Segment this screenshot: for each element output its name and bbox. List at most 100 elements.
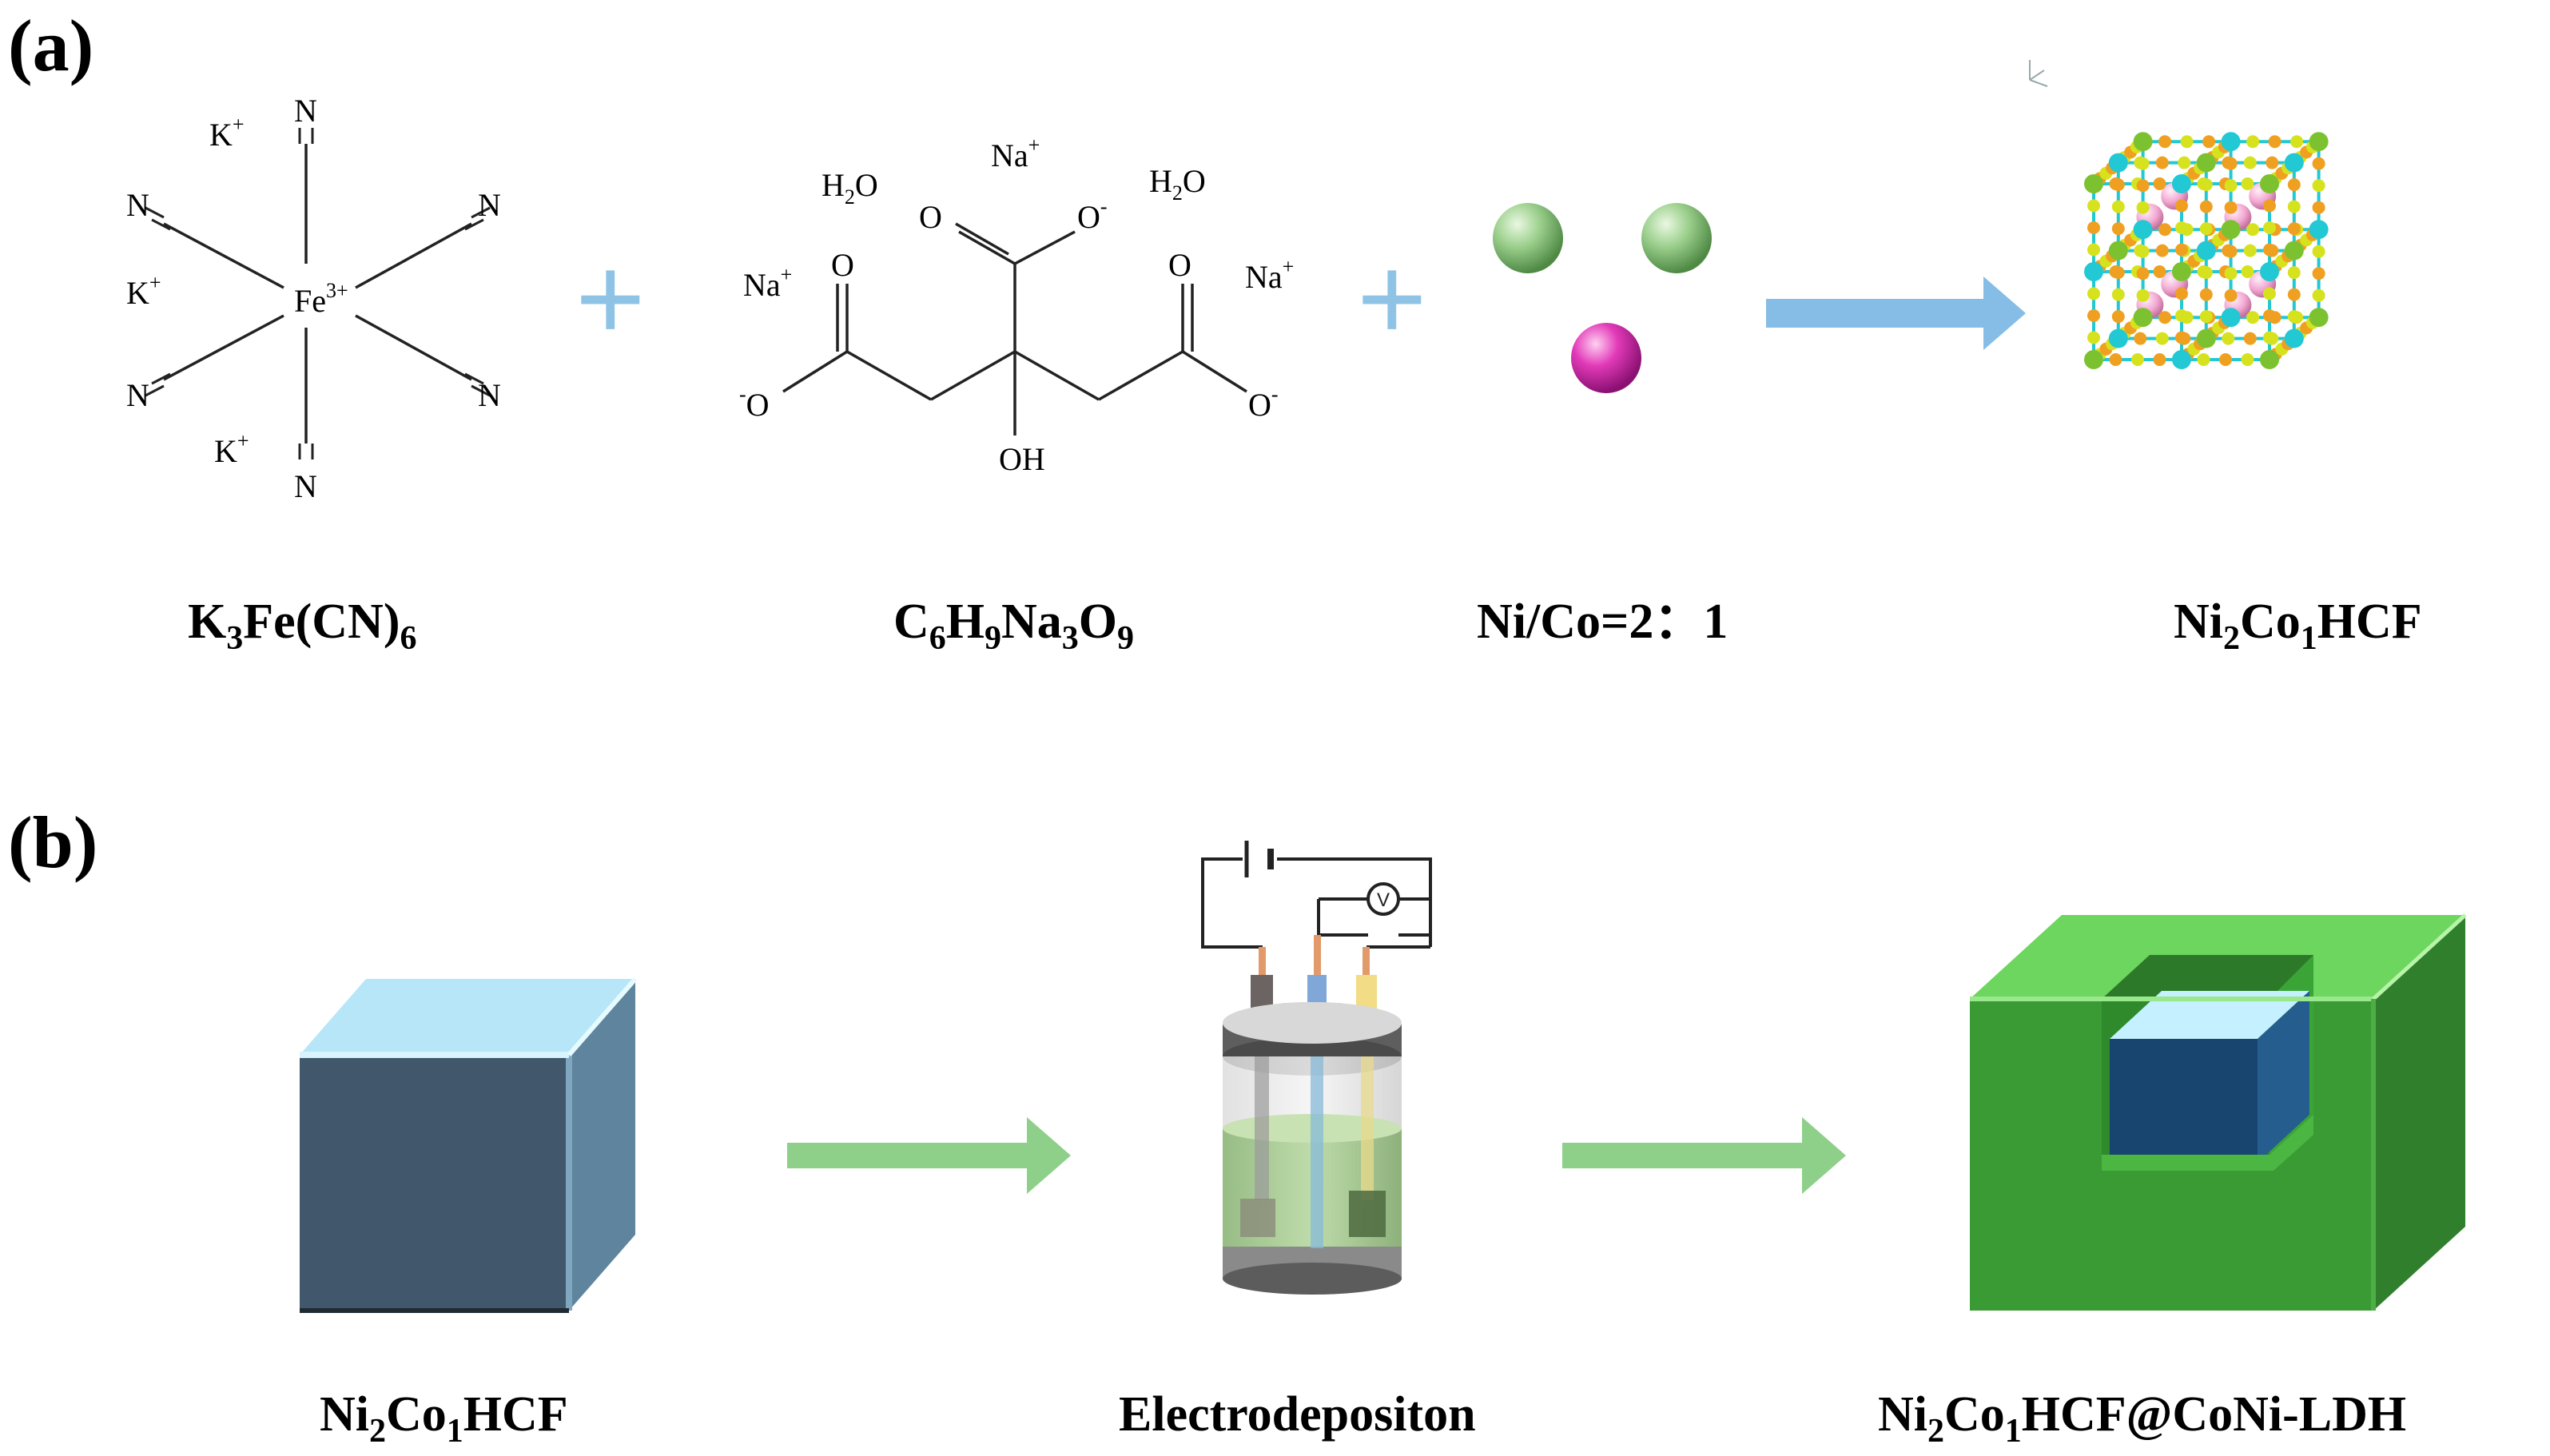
lattice-metal-node [2133, 220, 2153, 240]
lattice-ligand-node [2136, 179, 2150, 193]
lattice-ligand-node [2111, 222, 2125, 236]
lattice-ligand-node [2087, 243, 2100, 257]
lattice-ligand-node [2224, 201, 2238, 214]
oxygen-right-carbonyl: O [1168, 247, 1191, 283]
sodium-citrate-structure [782, 222, 1247, 436]
n-atom-top: N [294, 93, 317, 129]
plus-sign-2: + [1357, 231, 1427, 365]
ldh-coated-cube [1970, 913, 2467, 1311]
lattice-ligand-node [2175, 221, 2188, 234]
lattice-ligand-node [2241, 177, 2254, 190]
lattice-ligand-node [2224, 267, 2238, 280]
lattice-ligand-node [2158, 223, 2172, 237]
lattice-ligand-node [2241, 353, 2254, 366]
k-ion-3: K+ [214, 429, 249, 469]
lattice-ligand-node [2246, 311, 2260, 324]
lattice-ligand-node [2243, 244, 2257, 257]
lattice-ligand-node [2202, 135, 2216, 149]
lattice-ligand-node [2243, 156, 2257, 169]
lattice-metal-node [2221, 308, 2241, 328]
lattice-ligand-node [2136, 288, 2150, 302]
oxygen-top-left: O [919, 199, 942, 235]
panel-b-label: (b) [8, 802, 97, 883]
lattice-ligand-node [2153, 265, 2166, 278]
lattice-ligand-node [2153, 353, 2166, 366]
lattice-metal-node [2221, 220, 2241, 240]
k-ion-1: K+ [209, 113, 245, 153]
lattice-ligand-node [2246, 135, 2260, 149]
oxygen-left-anion: -O [739, 383, 770, 423]
reaction-arrow-a [1766, 276, 2026, 350]
lattice-metal-node [2108, 153, 2128, 173]
lattice-ligand-node [2312, 179, 2325, 193]
hcf-cube [300, 977, 638, 1313]
n-atom-lower-right: N [478, 377, 501, 413]
co-ion-sphere [1571, 323, 1641, 393]
lattice-ligand-node [2287, 266, 2301, 280]
lattice-ligand-node [2263, 221, 2276, 234]
plus-sign-1: + [575, 231, 646, 365]
lattice-metal-node [2309, 132, 2329, 152]
lattice-ligand-node [2175, 243, 2188, 257]
lattice-ligand-node [2153, 177, 2166, 190]
ni-ion-sphere-2 [1641, 203, 1712, 273]
lattice-ligand-node [2111, 200, 2125, 213]
lattice-ligand-node [2266, 156, 2279, 169]
caption-electrodeposition: Electrodepositon [1119, 1387, 1476, 1442]
lattice-ligand-node [2199, 288, 2213, 301]
caption-hcf-b: Ni2Co1HCF [320, 1387, 568, 1450]
oxygen-top-right: O- [1077, 195, 1108, 235]
k-ion-2: K+ [126, 271, 161, 311]
water-left: H2O [821, 167, 878, 209]
lattice-ligand-node [2155, 332, 2169, 345]
ni2co1hcf-lattice [2084, 132, 2329, 369]
lattice-metal-node [2108, 241, 2128, 261]
lattice-ligand-node [2197, 353, 2210, 366]
lattice-ligand-node [2175, 309, 2188, 322]
lattice-ligand-node [2134, 332, 2147, 345]
ferricyanide-caption: K3Fe(CN)6 [188, 595, 416, 657]
n-atom-lower-left: N [126, 377, 149, 413]
lattice-ligand-node [2219, 353, 2232, 366]
n-atom-bottom: N [294, 468, 317, 504]
lattice-metal-node [2133, 132, 2153, 152]
lattice-ligand-node [2111, 288, 2125, 301]
process-arrow-b2 [1562, 1117, 1846, 1194]
caption-ldh-product: Ni2Co1HCF@CoNi-LDH [1878, 1387, 2406, 1450]
lattice-metal-node [2108, 328, 2128, 348]
sodium-ion-top: Na+ [991, 133, 1040, 173]
lattice-metal-node [2284, 153, 2304, 173]
ni-ion-sphere-1 [1493, 203, 1563, 273]
fe-atom-label: Fe3+ [294, 279, 348, 319]
sodium-ion-right: Na+ [1245, 255, 1294, 295]
lattice-ligand-node [2287, 288, 2301, 301]
lattice-ligand-node [2312, 267, 2325, 280]
lattice-ligand-node [2312, 245, 2325, 258]
lattice-ligand-node [2136, 201, 2150, 214]
lattice-ligand-node [2287, 178, 2301, 192]
lattice-metal-node [2172, 174, 2191, 193]
lattice-ligand-node [2087, 331, 2100, 344]
lattice-ligand-node [2312, 201, 2325, 214]
process-arrow-b1 [787, 1117, 1071, 1194]
lattice-metal-node [2260, 350, 2279, 369]
ferricyanide-structure [145, 128, 491, 459]
lattice-ligand-node [2224, 288, 2238, 302]
lattice-ligand-node [2175, 287, 2188, 300]
lattice-ligand-node [2287, 200, 2301, 213]
lattice-ligand-node [2175, 331, 2188, 344]
voltmeter-symbol: V [1377, 889, 1390, 911]
lattice-metal-node [2221, 132, 2241, 152]
lattice-metal-node [2309, 308, 2329, 328]
lattice-ligand-node [2199, 266, 2213, 280]
lattice-ligand-node [2199, 310, 2213, 324]
electrodeposition-cell: V [1201, 841, 1432, 1295]
lattice-ligand-node [2155, 244, 2169, 257]
lattice-ligand-node [2158, 311, 2172, 324]
lattice-metal-node [2284, 241, 2304, 261]
lattice-ligand-node [2111, 310, 2125, 324]
lattice-ligand-node [2136, 267, 2150, 280]
lattice-ligand-node [2287, 310, 2301, 324]
lattice-ligand-node [2312, 157, 2325, 170]
lattice-ligand-node [2158, 135, 2172, 149]
